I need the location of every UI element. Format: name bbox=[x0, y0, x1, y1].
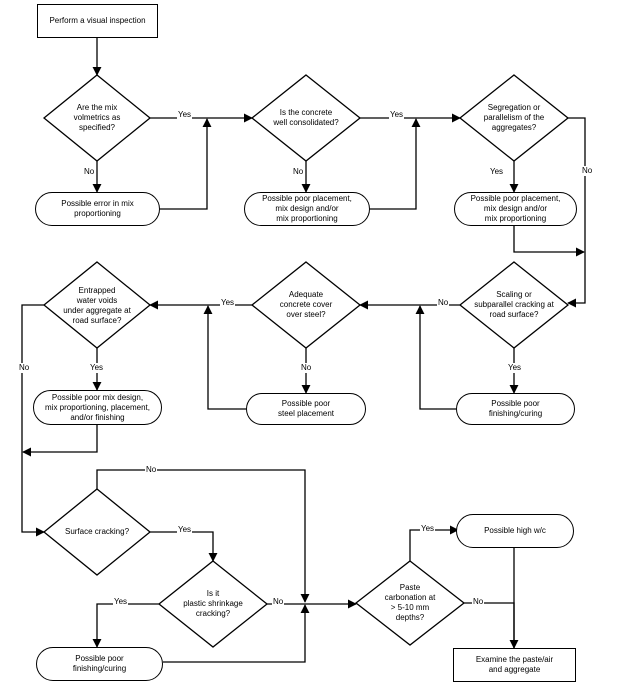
label-no-carbonation: No bbox=[472, 597, 485, 607]
label-no-plastic-shrinkage: No bbox=[272, 597, 285, 607]
question-plastic-shrinkage: Is it plastic shrinkage cracking? bbox=[183, 589, 243, 618]
question-consolidated: Is the concrete well consolidated? bbox=[273, 108, 339, 127]
label-no-scaling: No bbox=[437, 298, 450, 308]
result-poor-placement-mix-2: Possible poor placement, mix design and/… bbox=[454, 192, 577, 226]
label-yes-carbonation: Yes bbox=[420, 524, 436, 534]
question-segregation: Segregation or parallelism of the aggreg… bbox=[483, 103, 545, 132]
label-no-volumetrics: No bbox=[83, 167, 96, 177]
result-steel-placement: Possible poor steel placement bbox=[246, 393, 366, 425]
label-yes-volumetrics: Yes bbox=[177, 110, 193, 120]
label-yes-plastic-shrinkage: Yes bbox=[113, 597, 129, 607]
label-yes-consolidated: Yes bbox=[389, 110, 405, 120]
result-mix-error: Possible error in mix proportioning bbox=[35, 192, 160, 226]
label-yes-surface-cracking: Yes bbox=[177, 525, 193, 535]
diamond-carbonation bbox=[354, 560, 466, 646]
result-poor-mix-design: Possible poor mix design, mix proportion… bbox=[33, 390, 162, 425]
label-no-entrapped: No bbox=[18, 363, 31, 373]
label-yes-entrapped: Yes bbox=[89, 363, 105, 373]
diamond-plastic-shrinkage bbox=[157, 560, 269, 648]
question-cover: Adequate concrete cover over steel? bbox=[279, 290, 333, 319]
label-no-segregation: No bbox=[581, 166, 594, 176]
label-yes-cover: Yes bbox=[220, 298, 236, 308]
question-volumetrics: Are the mix volmetrics as specified? bbox=[73, 103, 121, 132]
result-finishing-curing-2: Possible poor finishing/curing bbox=[36, 647, 163, 681]
question-surface-cracking: Surface cracking? bbox=[64, 527, 130, 536]
result-poor-placement-mix: Possible poor placement, mix design and/… bbox=[244, 192, 370, 226]
result-finishing-curing-1: Possible poor finishing/curing bbox=[456, 393, 575, 425]
label-no-consolidated: No bbox=[292, 167, 305, 177]
question-entrapped: Entrapped water voids under aggregate at… bbox=[63, 286, 131, 325]
question-carbonation: Paste carbonation at > 5-10 mm depths? bbox=[384, 583, 436, 622]
label-no-surface-cracking: No bbox=[145, 465, 158, 475]
question-scaling: Scaling or subparallel cracking at road … bbox=[474, 290, 554, 319]
label-yes-segregation: Yes bbox=[489, 167, 505, 177]
diamond-surface-cracking bbox=[42, 488, 152, 576]
examine-box: Examine the paste/air and aggregate bbox=[453, 648, 576, 682]
result-high-wc: Possible high w/c bbox=[456, 514, 574, 548]
label-yes-scaling: Yes bbox=[507, 363, 523, 373]
label-no-cover: No bbox=[300, 363, 313, 373]
start-box: Perform a visual inspection bbox=[37, 4, 158, 38]
